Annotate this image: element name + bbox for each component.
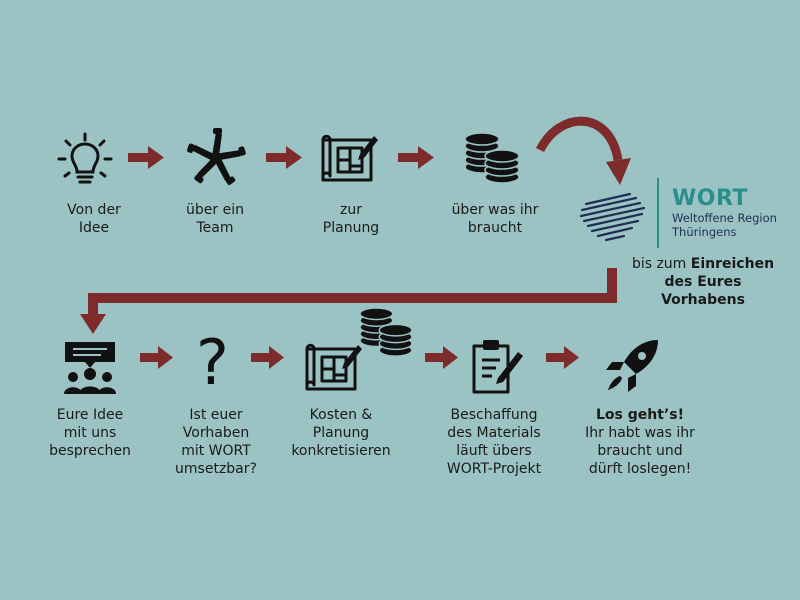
coins-icon [462, 132, 522, 185]
blueprint-icon [320, 132, 378, 184]
logo-wordmark: WORT [672, 186, 748, 211]
submit-label: bis zum Einreichen des Eures Vorhabens [631, 256, 775, 308]
arrow-right [266, 146, 302, 169]
question-icon: ? [196, 326, 229, 399]
arrow-right [128, 146, 164, 169]
arrow-right [546, 346, 579, 369]
blueprint-icon [304, 341, 362, 393]
arrow-right [251, 346, 284, 369]
lightbulb-icon [57, 132, 113, 188]
logo-divider [657, 178, 659, 248]
arrow-connector [80, 268, 617, 334]
arrow-right [140, 346, 173, 369]
arrow-curved [535, 116, 631, 185]
clipboard-icon [468, 338, 524, 396]
team-hands-icon [186, 128, 246, 188]
coins-icon [357, 307, 415, 358]
thuringia-map-icon [578, 190, 648, 242]
arrow-right [425, 346, 458, 369]
rocket-icon [604, 338, 660, 394]
arrow-right [398, 146, 434, 169]
discussion-icon [63, 340, 117, 394]
